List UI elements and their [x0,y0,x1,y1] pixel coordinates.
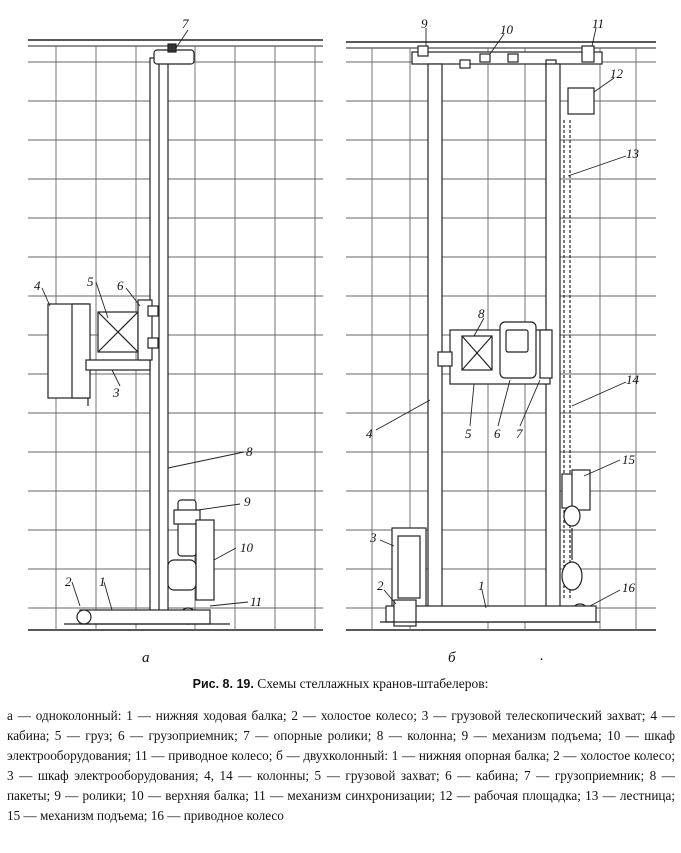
label-a-6: 6 [117,278,124,293]
figure-legend: а — одноколонный: 1 — нижняя ходовая бал… [7,708,675,823]
label-a-4: 4 [34,278,41,293]
figure-caption: Рис. 8. 19. Схемы стеллажных кранов-штаб… [0,676,681,692]
column-a [149,43,195,621]
crane-schemes-figure: 7 4 5 6 3 8 9 10 11 1 2 а 9 10 11 12 13 … [28,16,656,666]
label-b-3: 3 [369,530,377,545]
label-a-7: 7 [182,16,189,31]
label-a-3: 3 [112,385,120,400]
label-a-9: 9 [244,494,251,509]
label-b-14: 14 [626,372,640,387]
carriage-b [437,321,553,385]
label-b-16: 16 [622,580,636,595]
label-a-11: 11 [250,594,262,609]
dot-mark: . [540,648,544,664]
label-a-8: 8 [246,444,253,459]
label-b-10: 10 [500,22,514,37]
hoist-a [167,499,215,625]
label-b-5: 5 [465,426,472,441]
bottom-beam-a [64,609,230,625]
subfigure-label-b: б [448,650,456,666]
figure-title: Схемы стеллажных кранов-штабелеров: [253,676,489,691]
leader-lines [41,27,627,611]
label-b-8: 8 [478,306,485,321]
frame-b [411,45,603,613]
label-b-6: 6 [494,426,501,441]
label-b-7: 7 [516,426,523,441]
label-b-13: 13 [626,146,640,161]
label-b-4: 4 [366,426,373,441]
label-b-2: 2 [377,578,384,593]
labels-a: 7 4 5 6 3 8 9 10 11 1 2 а [34,16,262,666]
label-b-9: 9 [421,16,428,31]
bottom-beam-b [380,527,600,627]
label-a-2: 2 [65,574,72,589]
figure-number: Рис. 8. 19. [192,677,254,691]
label-b-12: 12 [610,66,624,81]
label-a-10: 10 [240,540,254,555]
labels-b: 9 10 11 12 13 8 14 4 5 6 7 15 3 2 1 16 б… [366,16,640,666]
label-a-1: 1 [99,574,106,589]
label-b-11: 11 [592,16,604,31]
carriage-a [47,299,159,406]
label-b-15: 15 [622,452,636,467]
label-a-5: 5 [87,274,94,289]
label-b-1: 1 [478,578,485,593]
hoist-b [561,469,591,621]
subfigure-label-a: а [142,650,150,666]
